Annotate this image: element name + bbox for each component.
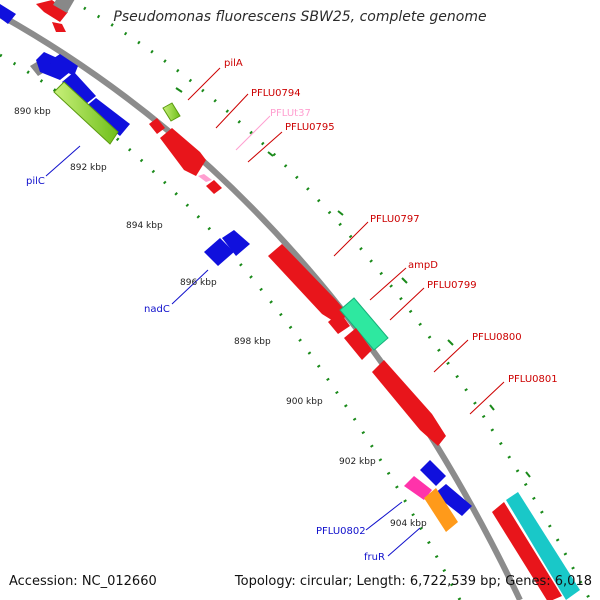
features-minus-strand [0, 4, 472, 532]
feature-left-blue [0, 4, 16, 24]
feature-PFLUt37 [198, 174, 212, 182]
features-plus-strand [36, 0, 580, 600]
kbp-label: 890 kbp [14, 107, 51, 117]
tick-dots-outer [69, 0, 592, 600]
feature-pilA [162, 102, 181, 122]
feature-PFLU0801 [372, 360, 446, 446]
gene-label-PFLU0795: PFLU0795 [285, 122, 335, 133]
gene-label-PFLU0794: PFLU0794 [251, 88, 301, 99]
kbp-label: 904 kbp [390, 519, 427, 529]
gene-label-PFLU0801: PFLU0801 [508, 374, 558, 385]
feature-pilC-blue-2 [48, 54, 78, 76]
kbp-labels: 890 kbp 892 kbp 894 kbp 896 kbp 898 kbp … [14, 107, 427, 529]
kbp-label: 892 kbp [70, 163, 107, 173]
genome-summary: Topology: circular; Length: 6,722,539 bp… [235, 574, 592, 589]
kbp-label: 900 kbp [286, 397, 323, 407]
feature-ampD [339, 297, 389, 351]
length-text: Length: 6,722,539 bp; [356, 574, 502, 589]
feature-pilC-blue-1 [36, 52, 70, 80]
feature-top-red-small [52, 22, 66, 32]
kbp-label: 896 kbp [180, 278, 217, 288]
feature-fruR-orange [424, 488, 458, 532]
leader-lines [45, 67, 505, 557]
gene-label-PFLU0802: PFLU0802 [316, 526, 366, 537]
feature-top-grey [53, 0, 75, 13]
feature-PFLU0799 [344, 328, 372, 360]
feature-fruR-blue [434, 484, 472, 516]
gene-label-fruR: fruR [364, 552, 385, 563]
gene-label-ampD: ampD [408, 260, 438, 271]
kbp-label: 894 kbp [126, 221, 163, 231]
accession-label: Accession: NC_012660 [9, 574, 157, 589]
feature-PFLU0795 [206, 180, 222, 194]
genes-text: Genes: 6,018 [505, 574, 592, 589]
gene-label-pilC: pilC [26, 176, 45, 187]
kbp-label: 902 kbp [339, 457, 376, 467]
topology-text: Topology: circular; [234, 574, 353, 589]
kbp-label: 898 kbp [234, 337, 271, 347]
gene-label-pilA: pilA [224, 58, 243, 69]
feature-PFLU0797-b [328, 312, 350, 334]
feature-right-cyan [506, 492, 580, 600]
outer-tick-marks [175, 87, 531, 478]
feature-PFLU0797 [268, 244, 348, 324]
gene-label-PFLU0797: PFLU0797 [370, 214, 420, 225]
gene-label-PFLU0799: PFLU0799 [427, 280, 477, 291]
gene-label-PFLU0800: PFLU0800 [472, 332, 522, 343]
feature-PFLU0802-blue [420, 460, 446, 486]
gene-label-PFLUt37: PFLUt37 [270, 108, 311, 119]
feature-top-red [36, 0, 68, 22]
feature-pilC-blue-3 [62, 72, 96, 104]
feature-PFLU0794-b [160, 128, 206, 176]
genome-backbone [0, 12, 523, 600]
feature-PFLU0794-a [149, 118, 165, 134]
feature-PFLU0802-magenta [404, 476, 432, 500]
feature-pilC-lime [53, 81, 119, 145]
feature-nadC-2 [222, 230, 250, 256]
feature-right-red [492, 502, 562, 600]
gene-label-nadC: nadC [144, 304, 170, 315]
feature-nadC-1 [204, 238, 234, 266]
gene-labels: pilA PFLU0794 PFLUt37 PFLU0795 PFLU0797 … [26, 58, 558, 563]
feature-pilC-blue-4 [84, 98, 130, 136]
genome-title: Pseudomonas fluorescens SBW25, complete … [113, 9, 487, 25]
